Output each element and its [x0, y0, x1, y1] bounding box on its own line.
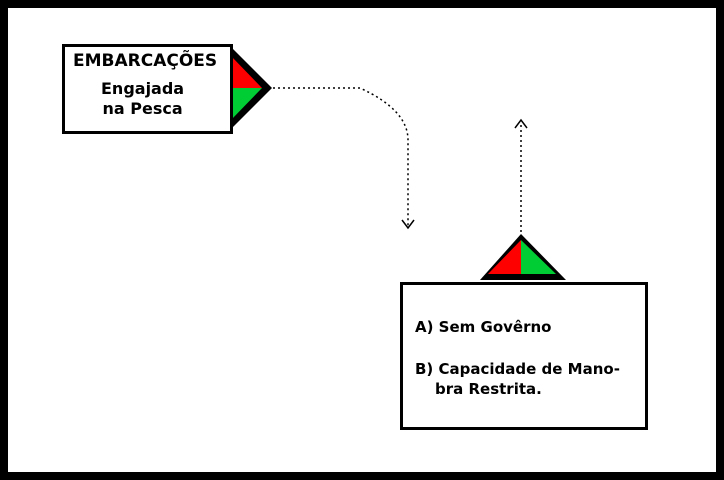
item-b-line-1: B) Capacidade de Mano- [415, 360, 620, 378]
fishing-vessel-box: EMBARCAÇÕES Engajada na Pesca [62, 44, 233, 134]
restricted-vessel-lights-icon [480, 234, 566, 280]
fishing-vessel-line-1: Engajada [101, 79, 185, 98]
red-light-icon [488, 240, 521, 274]
restricted-vessel-box: A) Sem Govêrno B) Capacidade de Mano- br… [400, 282, 648, 430]
fishing-vessel-lights-icon [228, 44, 272, 132]
fishing-vessel-label: Engajada na Pesca [101, 79, 184, 119]
item-not-under-command: A) Sem Govêrno [415, 318, 552, 336]
fishing-vessel-title: EMBARCAÇÕES [73, 51, 218, 71]
green-light-icon [231, 88, 262, 120]
red-light-icon [231, 56, 262, 88]
item-b-line-2: bra Restrita. [435, 380, 542, 398]
connector-dotted-down [268, 87, 409, 226]
item-restricted-manoeuvre: B) Capacidade de Mano- bra Restrita. [415, 359, 620, 399]
arrow-down-icon [401, 219, 415, 230]
green-light-icon [521, 240, 556, 274]
arrow-up-icon [514, 118, 528, 129]
fishing-vessel-line-2: na Pesca [102, 99, 183, 118]
